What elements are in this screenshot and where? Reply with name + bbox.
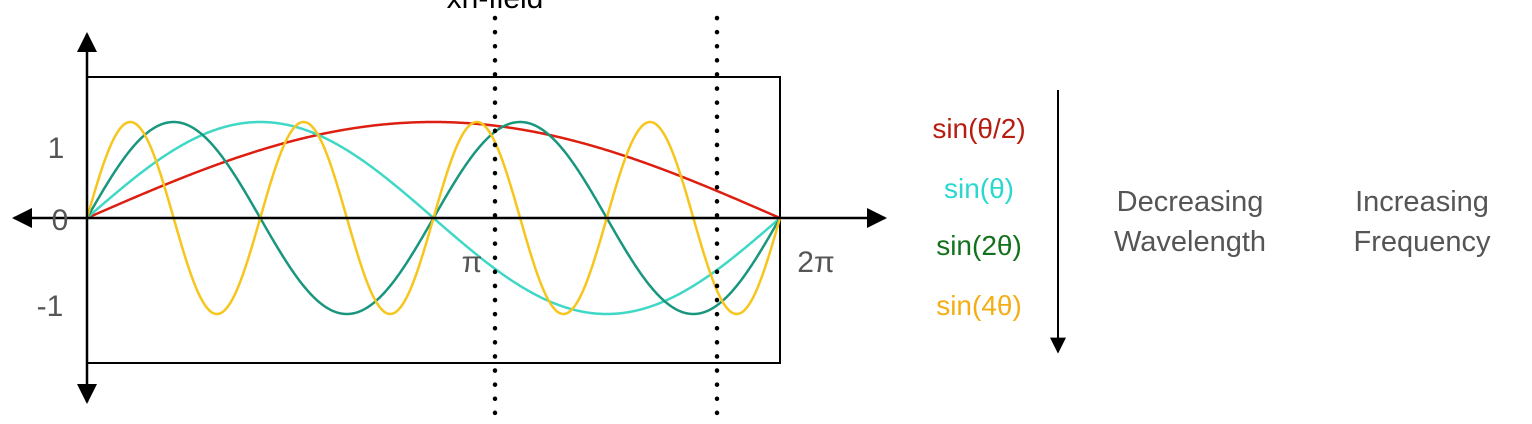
frequency-line-1: Increasing (1355, 186, 1489, 218)
wavelength-line-2: Wavelength (1113, 226, 1267, 258)
legend-sin-4theta: sin(4θ) (936, 290, 1022, 321)
top-label: xn-field (447, 0, 544, 15)
y-tick-0: 0 (52, 204, 69, 237)
curve-sin-half-theta (86, 120, 781, 220)
x-tick-pi: π (462, 246, 483, 279)
legend-sin-theta: sin(θ) (943, 173, 1014, 204)
legend-sin-2theta: sin(2θ) (936, 230, 1022, 261)
frequency-description: Increasing Frequency (1322, 182, 1522, 262)
y-tick-1: 1 (48, 132, 65, 165)
wavelength-description: Decreasing Wavelength (1090, 182, 1290, 262)
y-tick-minus-1: -1 (37, 290, 64, 323)
wavelength-line-1: Decreasing (1116, 186, 1264, 218)
frequency-line-2: Frequency (1353, 226, 1491, 258)
legend-sin-half-theta: sin(θ/2) (932, 113, 1026, 144)
x-tick-2pi: 2π (797, 246, 834, 279)
